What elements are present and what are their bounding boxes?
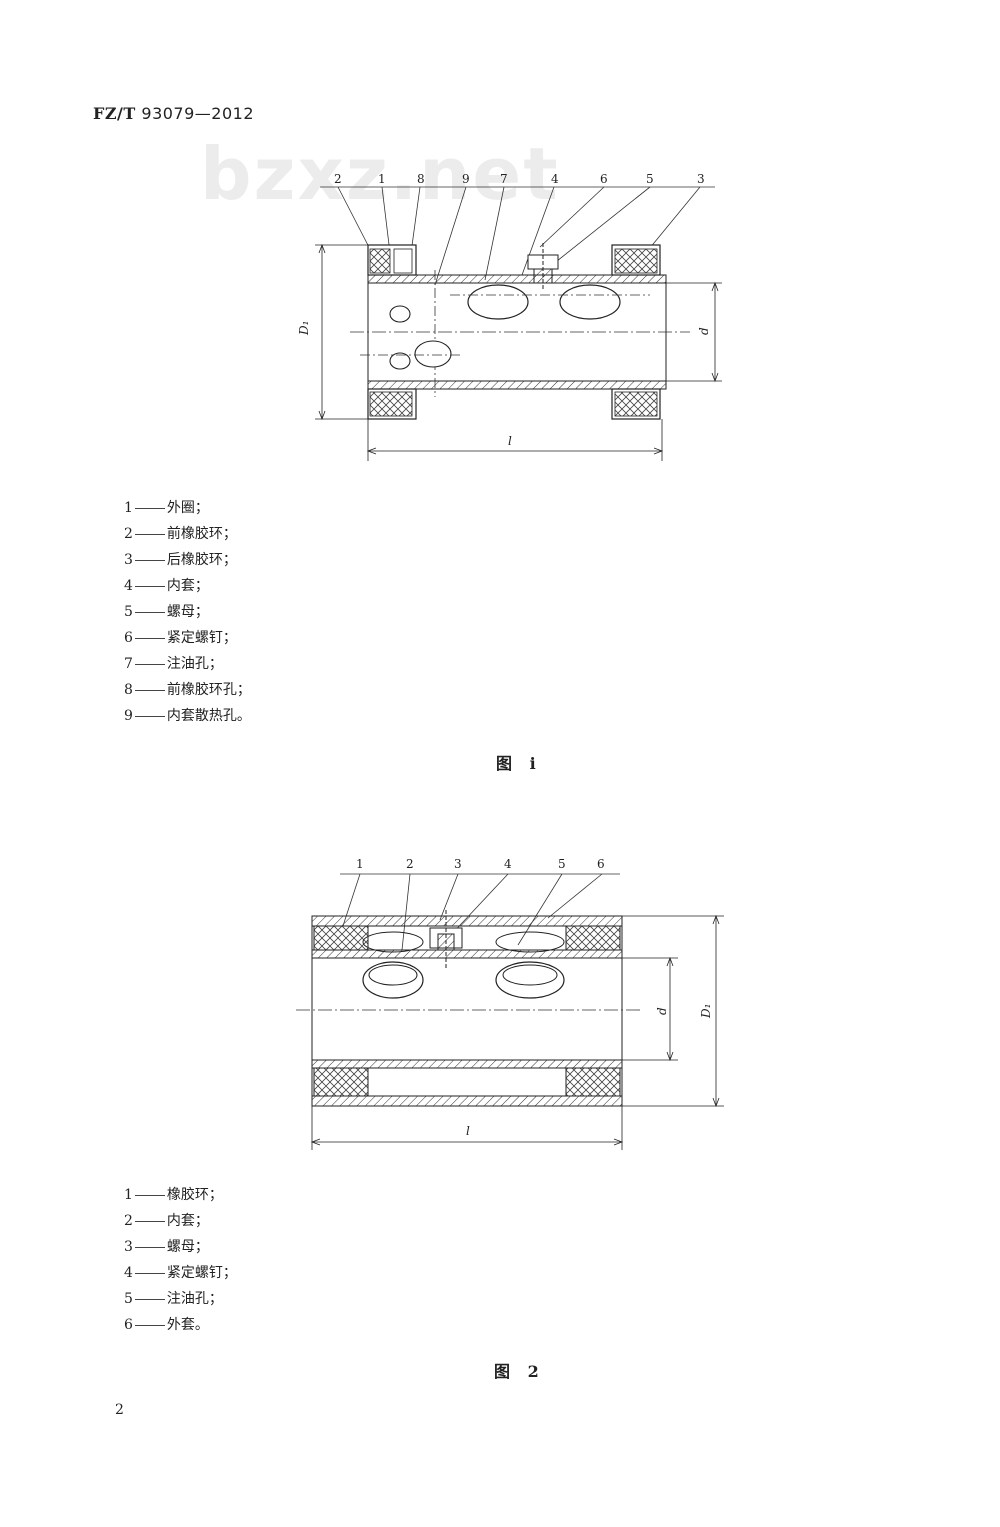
page-number: 2	[115, 1402, 124, 1418]
callout-6: 6	[597, 857, 605, 871]
figure2-callouts: 1 2 3 4 5 6	[356, 857, 605, 871]
callout-1: 1	[356, 857, 364, 871]
callout-5: 5	[558, 857, 566, 871]
callout-9: 9	[462, 172, 470, 186]
callout-4: 4	[504, 857, 512, 871]
figure2-dim-inner	[622, 956, 678, 1062]
callout-6: 6	[600, 172, 608, 186]
figure1-dim-length	[366, 419, 664, 461]
figure1-dim-inner	[666, 281, 722, 383]
callout-3: 3	[454, 857, 462, 871]
figure1-drawing: 2 1 8 9 7 4 6 5 3	[297, 172, 722, 461]
callout-7: 7	[500, 172, 508, 186]
callout-2: 2	[406, 857, 414, 871]
figure2-dim-outer	[622, 914, 724, 1108]
figure1-dim-inner-label: d	[697, 327, 711, 335]
callout-2: 2	[334, 172, 342, 186]
figure1-dim-outer-label: D₁	[297, 321, 311, 336]
standard-prefix: FZ/T	[93, 104, 136, 123]
figure2-dim-outer-label: D₁	[699, 1004, 713, 1019]
figure2-dim-inner-label: d	[655, 1007, 669, 1015]
figure1-dim-outer	[315, 243, 368, 421]
callout-8: 8	[417, 172, 425, 186]
callout-3: 3	[697, 172, 705, 186]
figure2-drawing: 1 2 3 4 5 6 d	[296, 857, 724, 1150]
standard-header: FZ/T 93079—2012	[93, 104, 254, 123]
figure2-caption: 图 2	[494, 1362, 545, 1381]
figure2-dim-length-label: l	[466, 1124, 470, 1138]
figure1-callouts: 2 1 8 9 7 4 6 5 3	[334, 172, 705, 186]
figure1-dim-length-label: l	[508, 434, 512, 448]
callout-1: 1	[378, 172, 386, 186]
callout-4: 4	[551, 172, 559, 186]
figure1-caption: 图 i	[496, 754, 542, 773]
callout-5: 5	[646, 172, 654, 186]
standard-number: 93079—2012	[141, 104, 255, 123]
figure2-dim-length	[310, 1106, 624, 1150]
